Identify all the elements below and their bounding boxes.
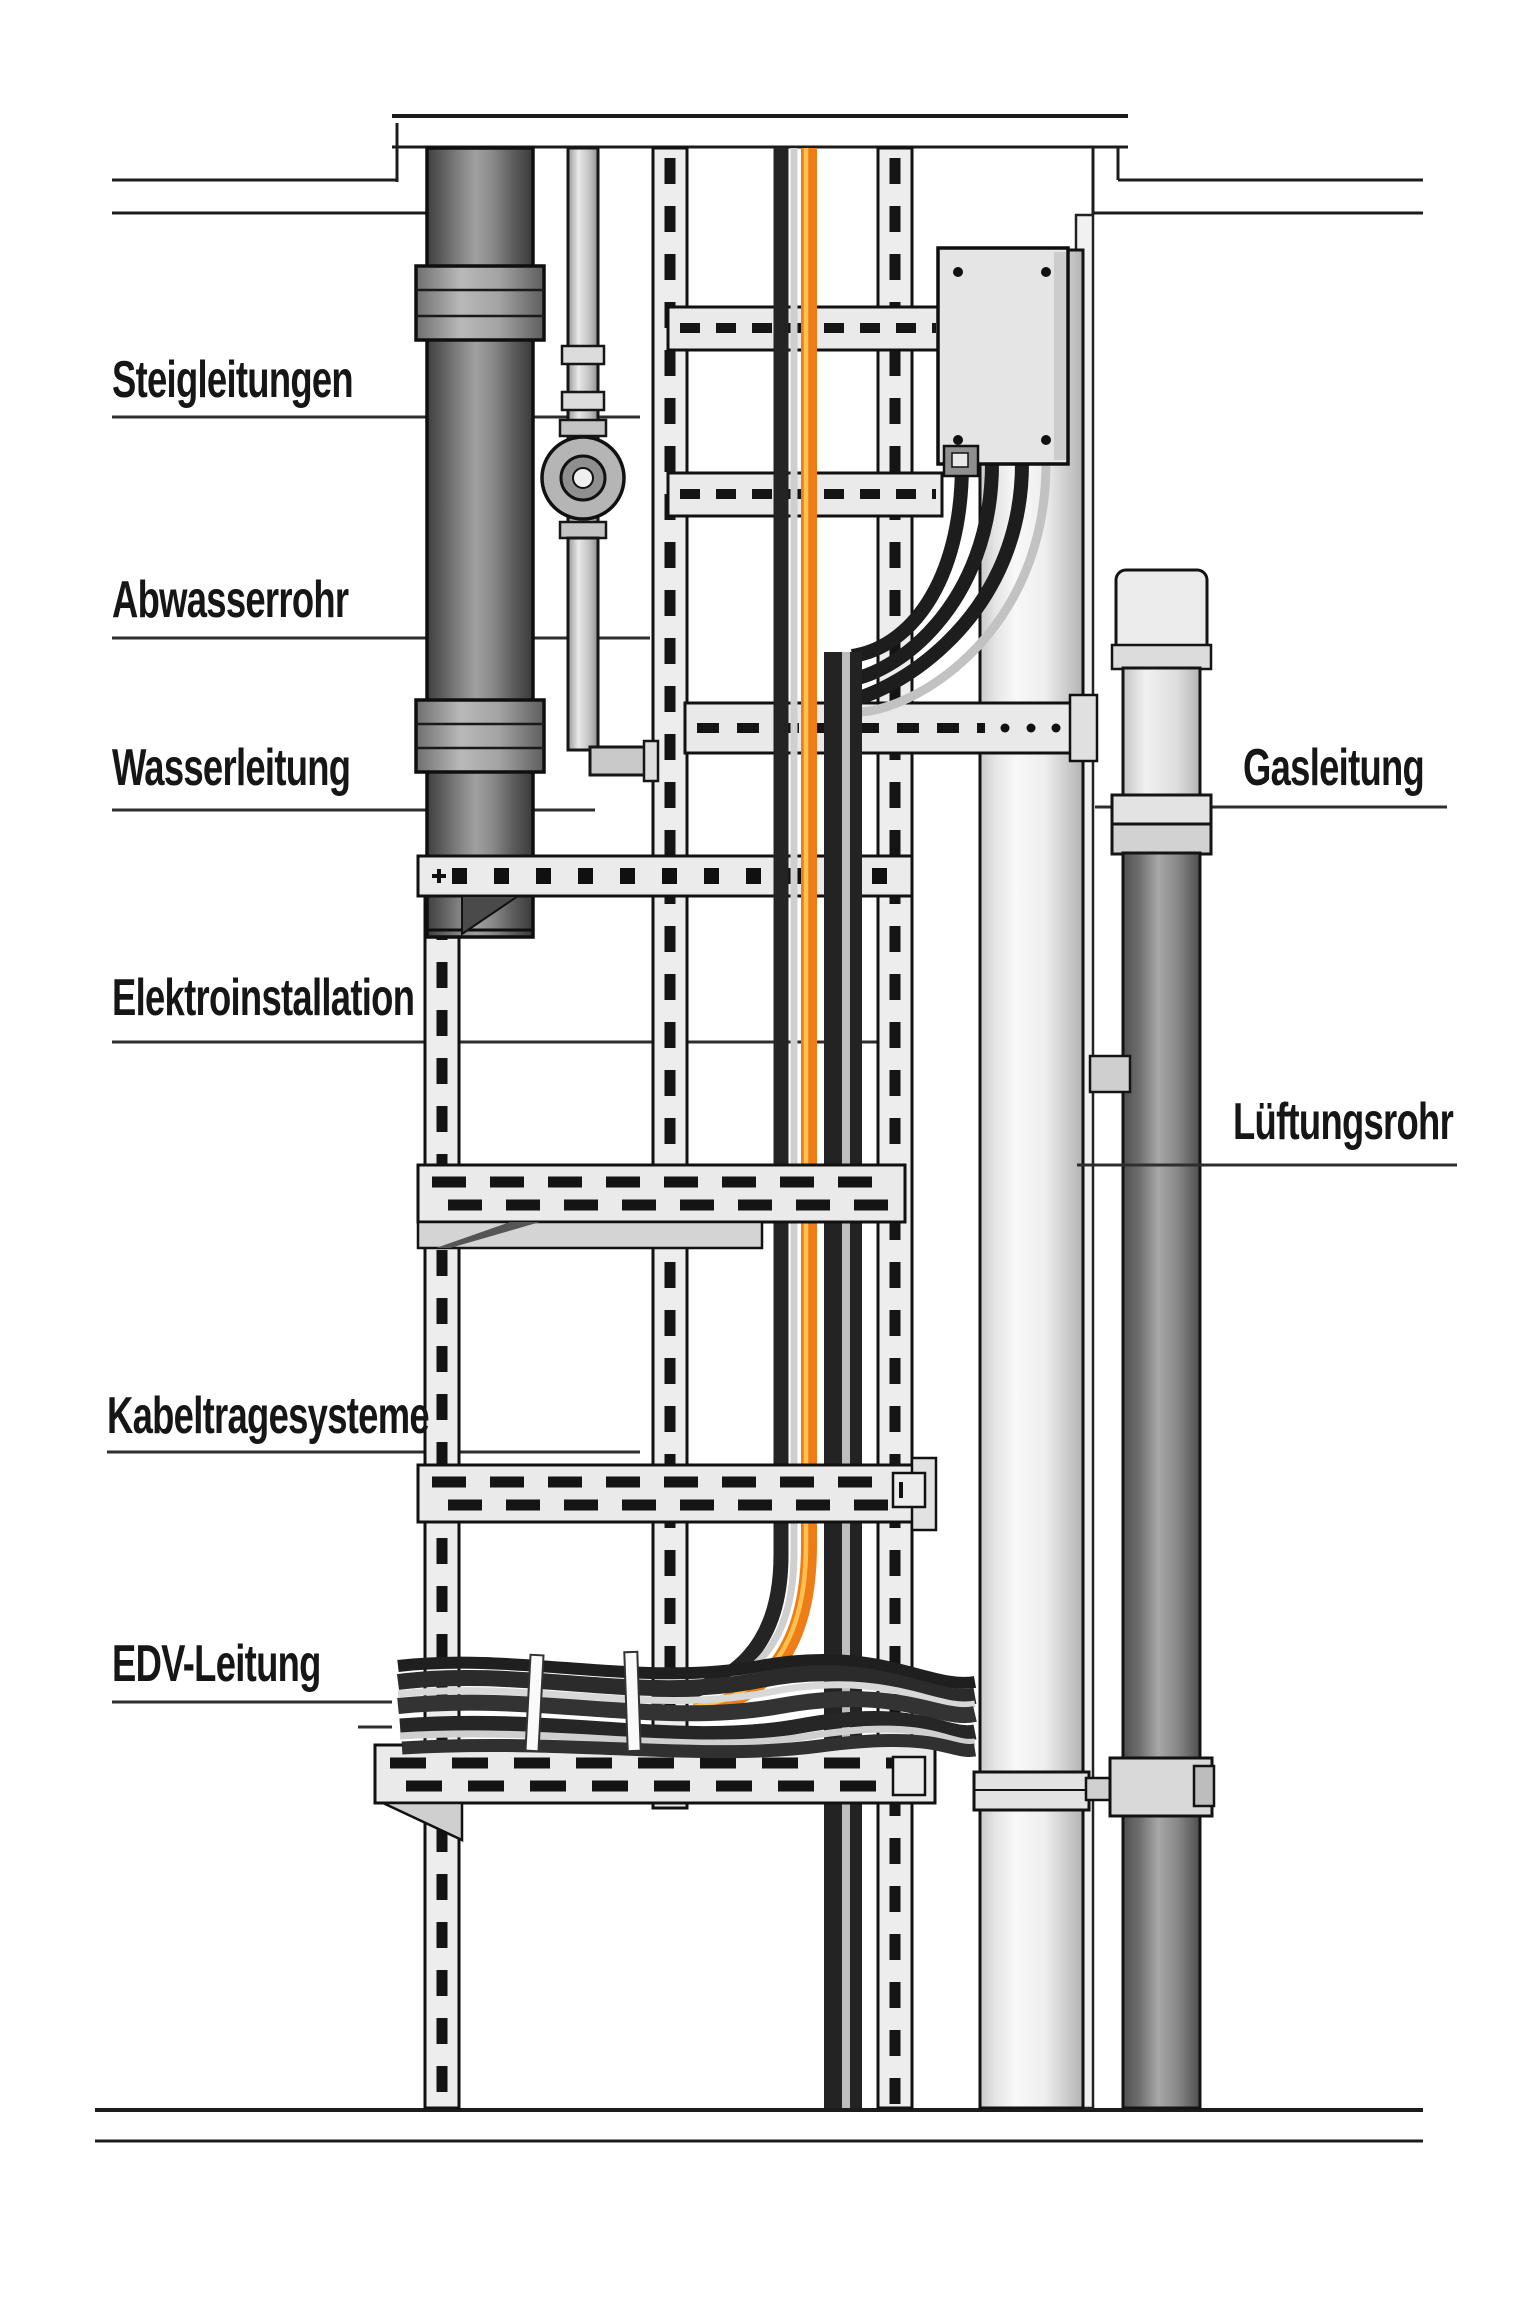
waste-pipe <box>414 146 546 939</box>
cable-tie-1 <box>524 1653 545 1753</box>
gas-branch-fitting <box>1088 1054 1132 1094</box>
waste-pipe-coupling-top <box>414 264 546 342</box>
strut-bracket-lower <box>891 1755 927 1797</box>
valve-center <box>572 467 594 489</box>
gas-pipe-cap <box>1114 568 1209 656</box>
valve-flange-bottom <box>558 520 608 540</box>
gas-pipe-coupling-2 <box>1110 822 1213 856</box>
water-pipe <box>540 146 660 783</box>
valve-flange-top <box>558 418 608 438</box>
rail-mid <box>683 693 1099 763</box>
waste-pipe-coupling-bottom <box>414 698 546 774</box>
gas-pipe-lower <box>1121 851 1202 2110</box>
pipe-clamps <box>891 1054 1216 1818</box>
junction-box <box>936 246 1070 478</box>
box-screw-tl <box>953 267 963 277</box>
cable-tie-2 <box>623 1650 642 1753</box>
tray-bottom-gusset <box>382 1801 464 1842</box>
box-screw-br <box>1041 435 1051 445</box>
strut-bracket-upper <box>891 1471 927 1509</box>
water-pipe-coupling-1 <box>560 344 606 366</box>
box-conduits <box>824 462 1051 2108</box>
water-pipe-elbow <box>588 745 650 777</box>
label-edv-leitung: EDV-Leitung <box>112 1635 321 1693</box>
cable-tray-upper <box>416 1163 907 1250</box>
gas-clamp-bolt <box>1192 1764 1216 1808</box>
strut-channel-middle <box>651 146 689 1810</box>
label-steigleitungen: Steigleitungen <box>112 351 354 409</box>
box-clamp <box>942 444 980 478</box>
label-gasleitung: Gasleitung <box>1243 739 1425 797</box>
gas-pipe-cap-ring <box>1110 643 1213 671</box>
gas-pipe-upper <box>1121 666 1202 800</box>
leader-lines <box>107 415 1447 1729</box>
label-lueftungsrohr: Lüftungsrohr <box>1233 1093 1454 1151</box>
box-screw-bl <box>953 435 963 445</box>
label-elektroinstallation: Elektroinstallation <box>112 969 415 1027</box>
gas-pipe-coupling-1 <box>1110 793 1213 827</box>
building-structure <box>95 114 1423 2143</box>
tray-upper-brace <box>436 1222 540 1248</box>
strut-channel-right <box>876 146 914 2110</box>
edv-cable-bundle <box>396 1650 977 1759</box>
label-abwasserrohr: Abwasserrohr <box>112 571 349 629</box>
cable-tray-kabeltragesysteme <box>416 1456 938 1532</box>
water-pipe-coupling-2 <box>560 390 606 412</box>
tray-upper-side <box>416 1220 764 1250</box>
gas-pipe <box>1110 568 1213 2110</box>
label-kabeltragesysteme: Kabeltragesysteme <box>107 1387 430 1445</box>
water-pipe-end-flange <box>642 739 660 783</box>
box-screw-tr <box>1041 267 1051 277</box>
ventilation-pipe <box>978 248 1085 2110</box>
rail-mid-end-plate <box>1068 693 1099 763</box>
rail-main-knee-brace <box>461 895 522 936</box>
label-wasserleitung: Wasserleitung <box>112 739 351 797</box>
